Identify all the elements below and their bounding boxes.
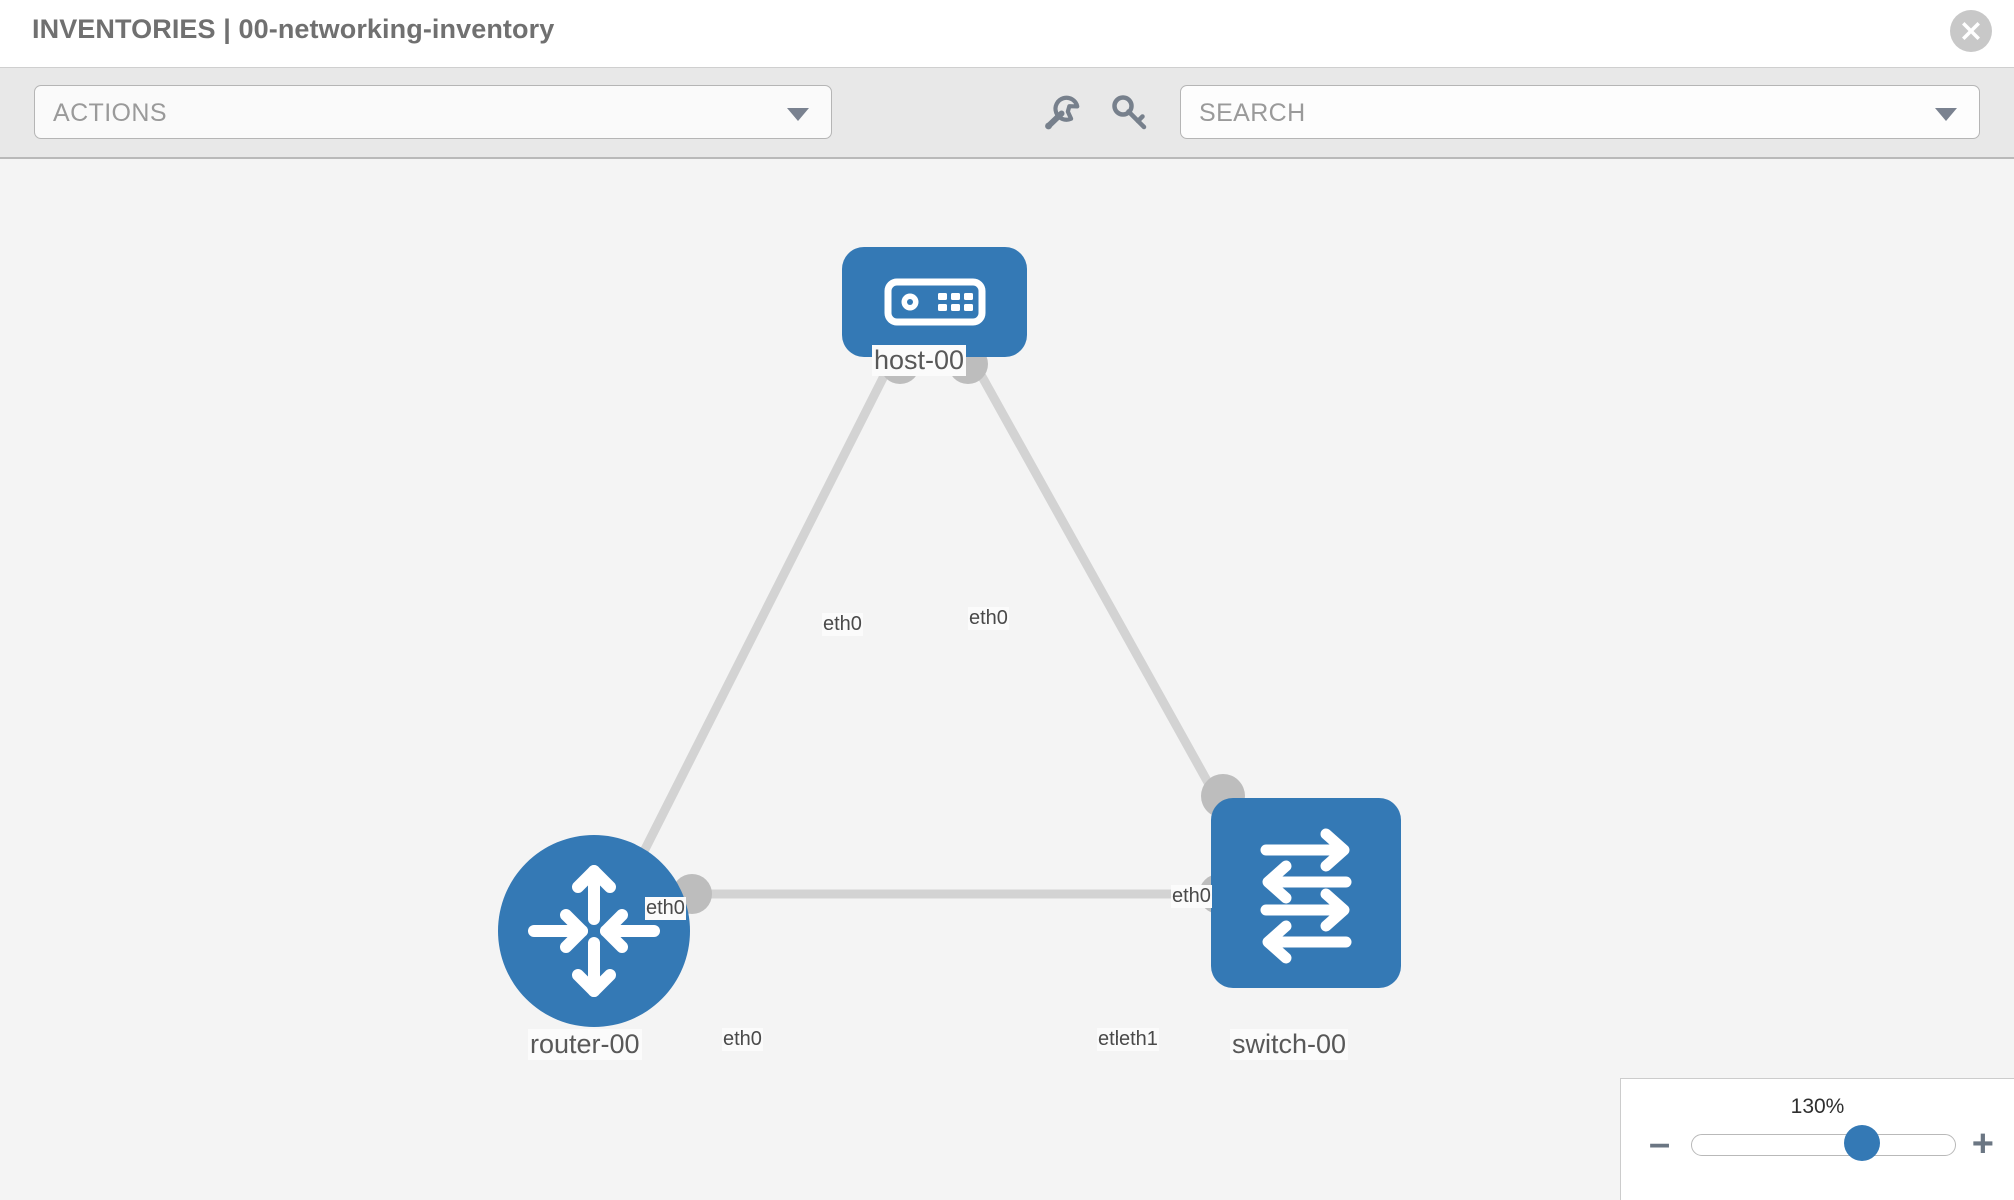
node-label-router-00: router-00: [528, 1029, 642, 1060]
switch-icon: [1260, 828, 1352, 964]
zoom-out-button[interactable]: –: [1649, 1123, 1671, 1165]
zoom-percent-label: 130%: [1790, 1095, 1845, 1118]
close-button[interactable]: [1950, 10, 1992, 52]
wrench-button[interactable]: [1039, 90, 1085, 136]
interface-label: eth0: [1171, 885, 1212, 908]
search-box[interactable]: [1180, 85, 1980, 140]
wrench-icon: [1045, 95, 1080, 130]
interface-label: eth0: [645, 897, 686, 920]
node-switch-00[interactable]: [1211, 798, 1401, 988]
key-button[interactable]: [1107, 90, 1153, 136]
search-chevron-down-icon[interactable]: [1935, 108, 1957, 121]
chevron-down-icon: [787, 108, 809, 121]
link-host-router[interactable]: [625, 359, 895, 884]
interface-label: eth1: [1118, 1028, 1159, 1051]
toolbar: ACTIONS: [0, 68, 2014, 159]
interface-label: eth0: [822, 613, 863, 636]
node-label-host-00: host-00: [872, 345, 967, 376]
zoom-panel: 130% – +: [1620, 1078, 2014, 1200]
router-icon: [528, 865, 660, 997]
close-icon: [1962, 22, 1980, 40]
page-title: INVENTORIES | 00-networking-inventory: [32, 14, 555, 44]
node-router-00[interactable]: [498, 835, 690, 1027]
search-input[interactable]: [1197, 86, 1901, 140]
node-host-00[interactable]: [842, 247, 1027, 357]
link-host-switch[interactable]: [970, 359, 1250, 854]
server-icon: [884, 278, 986, 326]
topology-canvas[interactable]: host-00 router-00: [0, 159, 2014, 1200]
zoom-slider-track[interactable]: [1691, 1134, 1956, 1156]
actions-dropdown[interactable]: ACTIONS: [34, 85, 832, 139]
zoom-slider-thumb[interactable]: [1844, 1125, 1881, 1161]
interface-label: eth0: [968, 607, 1009, 630]
interface-label: eth0: [722, 1028, 763, 1051]
node-label-switch-00: switch-00: [1230, 1029, 1349, 1060]
key-icon: [1112, 95, 1147, 130]
topology-links: [625, 359, 1250, 899]
zoom-in-button[interactable]: +: [1971, 1123, 1994, 1165]
actions-dropdown-label: ACTIONS: [53, 99, 167, 127]
page-header: INVENTORIES | 00-networking-inventory: [0, 0, 2014, 68]
